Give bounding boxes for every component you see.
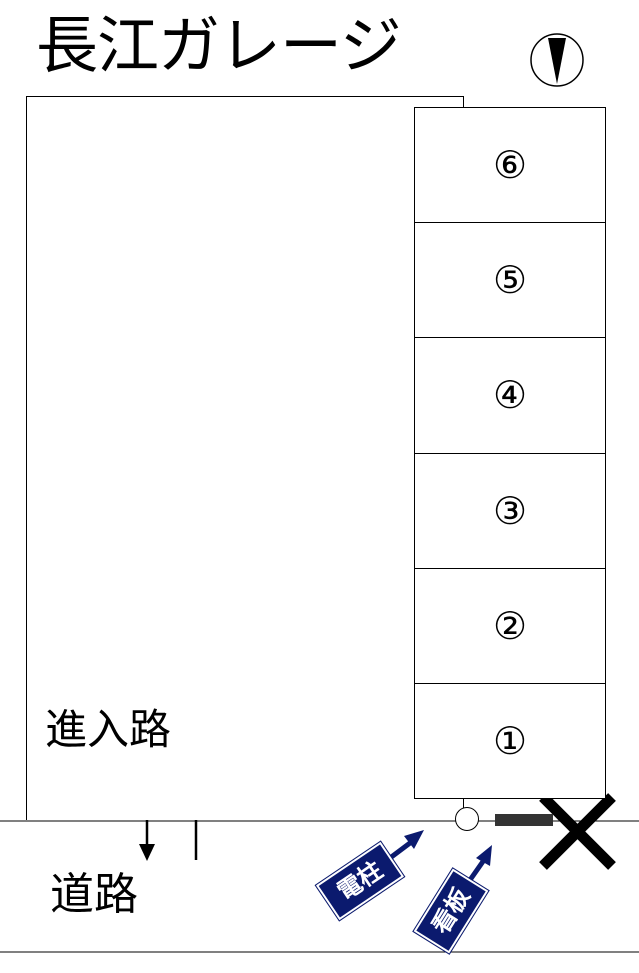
sign-pointer-arrow-icon	[467, 845, 492, 882]
stall-3: ③	[415, 452, 605, 568]
x-mark-icon	[539, 793, 616, 870]
stall-4: ④	[415, 337, 605, 452]
road-label: 道路	[50, 869, 138, 920]
stall-1: ①	[415, 682, 605, 798]
pole-pointer-arrow-icon	[388, 830, 424, 860]
map-title: 長江ガレージ	[36, 9, 402, 82]
entry-road-label: 進入路	[45, 705, 172, 754]
parking-stalls: ⑥ ⑤ ④ ③ ② ①	[414, 107, 606, 799]
compass-icon	[530, 33, 584, 87]
parking-lot-area	[26, 96, 464, 820]
stall-5: ⑤	[415, 222, 605, 337]
stall-6: ⑥	[492, 143, 528, 188]
signboard-icon	[495, 814, 553, 826]
stall-2: ②	[415, 567, 605, 683]
utility-pole-icon	[455, 807, 479, 831]
